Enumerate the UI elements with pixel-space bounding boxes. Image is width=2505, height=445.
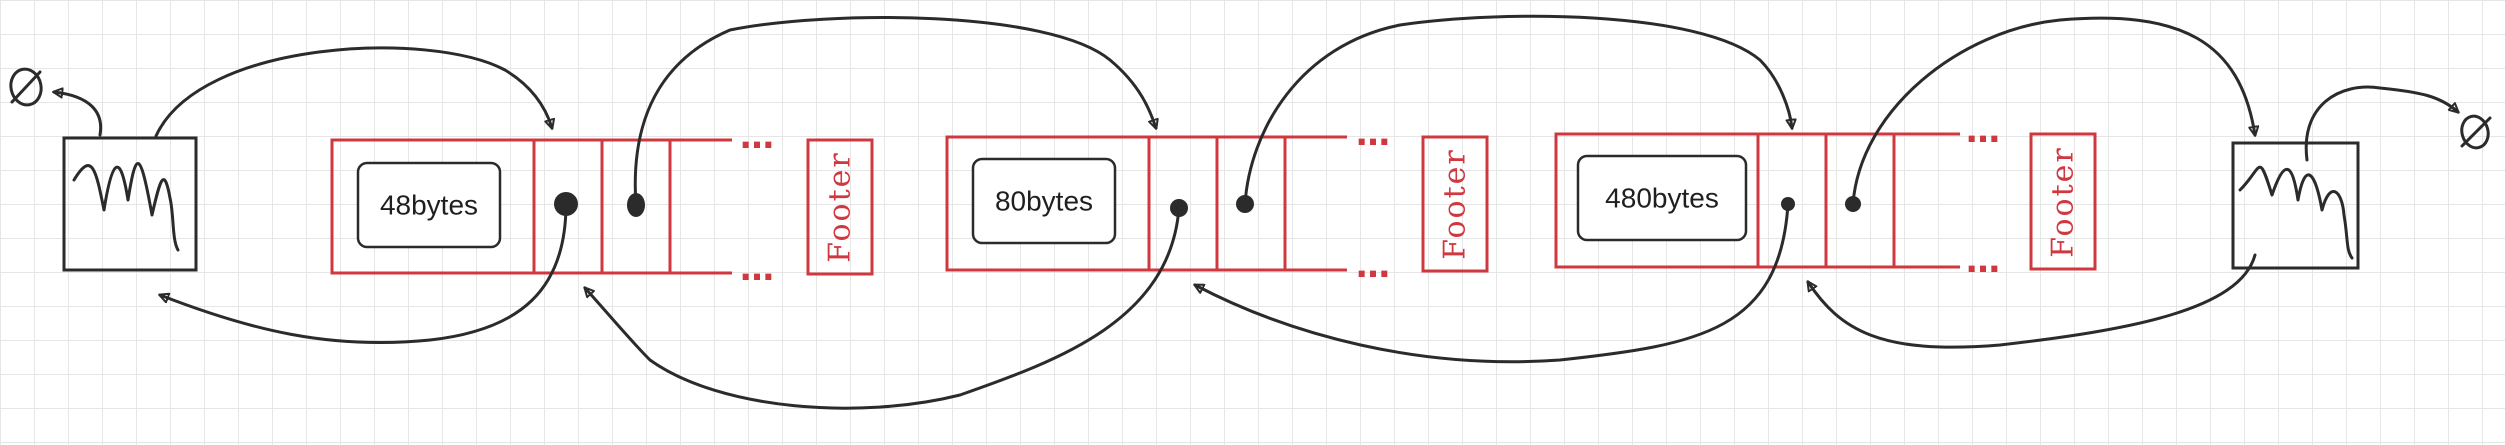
next-link-block-3-to-tail <box>1851 16 2255 206</box>
footer-cell <box>806 138 874 276</box>
next-link-head-to-block-1 <box>154 46 552 138</box>
footer-cell <box>2029 132 2097 271</box>
prev-link-block-2-to-block-1 <box>585 206 1181 410</box>
next-link-block-2-to-block-3 <box>1243 14 1792 206</box>
scribble-mark <box>72 162 180 252</box>
prev-pointer-cell <box>1824 132 1896 269</box>
block-size-label: 480bytes <box>1605 183 1719 214</box>
block-size-label: 80bytes <box>995 186 1093 217</box>
ellipsis-top: … <box>1966 111 2000 151</box>
free-block-3: … … Footer 480bytes <box>1554 111 2097 281</box>
footer-label: Footer <box>1438 148 1473 259</box>
ellipsis-top: … <box>740 117 774 157</box>
size-label-box <box>971 157 1117 245</box>
ellipsis-bottom: … <box>740 249 774 289</box>
ellipsis-top: … <box>1356 114 1390 154</box>
footer-label: Footer <box>823 151 858 262</box>
null-terminator-left <box>9 67 43 107</box>
right-sentinel-node <box>2231 141 2360 270</box>
prev-link-block-1-to-head <box>160 202 568 345</box>
block-size-label: 48bytes <box>380 190 478 221</box>
arrow-to-null-left <box>54 92 103 137</box>
null-terminator-right <box>2460 114 2492 150</box>
free-block-1: … … Footer 48bytes <box>330 117 874 289</box>
ellipsis-bottom: … <box>1966 241 2000 281</box>
prev-pointer-cell <box>600 138 672 275</box>
ellipsis-bottom: … <box>1356 246 1390 286</box>
free-block-2: … … Footer 80bytes <box>945 114 1489 286</box>
scribble-mark <box>2238 165 2354 260</box>
size-label-box <box>1576 154 1748 242</box>
size-label-box <box>356 161 502 249</box>
prev-pointer-cell <box>1215 135 1287 272</box>
left-sentinel-node <box>62 136 198 272</box>
arrow-to-null-right <box>2304 85 2458 162</box>
prev-link-tail-to-block-3 <box>1808 253 2257 349</box>
prev-link-block-3-to-block-2 <box>1195 202 1790 364</box>
next-link-block-1-to-block-2 <box>633 16 1156 207</box>
footer-label: Footer <box>2046 146 2081 257</box>
footer-cell <box>1421 135 1489 273</box>
